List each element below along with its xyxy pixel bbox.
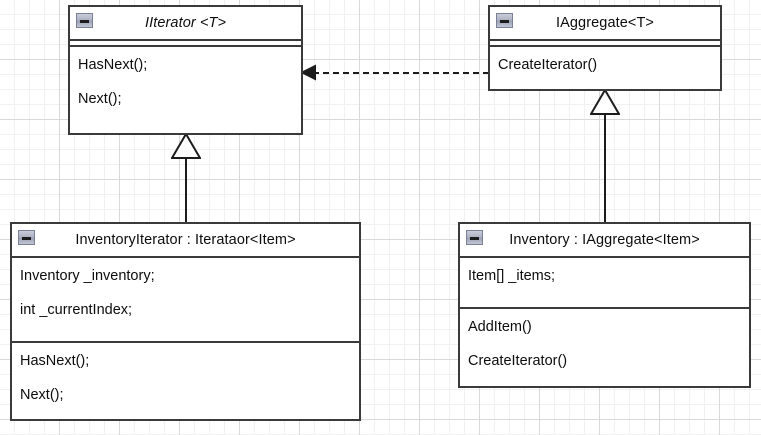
attribute-item: Inventory _inventory; [20,268,155,284]
class-box-inventory[interactable]: Inventory : IAggregate<Item> Item[] _ite… [458,222,751,388]
dependency-arrowhead-icon [300,64,316,81]
method-item: AddItem() [468,319,532,335]
class-name-inventoryiterator: InventoryIterator : Iterataor<Item> [75,232,296,248]
minus-icon-bar [500,20,509,23]
class-name-iaggregate: IAggregate<T> [555,15,655,31]
class-methods-inventory: AddItem() CreateIterator() [460,309,749,379]
class-header-divider-inventory [460,256,749,258]
minus-icon-bar [22,237,31,240]
class-methods-iaggregate: CreateIterator() [490,47,720,83]
dependency-line-iaggregate-to-iiterator [313,72,489,74]
attribute-item: int _currentIndex; [20,302,133,318]
method-item: HasNext(); [20,353,90,369]
class-name-inventory: Inventory : IAggregate<Item> [509,232,700,248]
class-compartment-divider-iaggregate [490,39,720,47]
minus-icon-bar [80,20,89,23]
class-box-iiterator[interactable]: IIterator <T> HasNext(); Next(); [68,5,303,135]
class-methods-inventoryiterator: HasNext(); Next(); [12,343,359,413]
class-attribute-method-divider-inventoryiterator [12,341,359,343]
method-item: CreateIterator() [498,57,598,73]
realization-line-inventory-to-iaggregate [604,113,606,223]
class-box-inventoryiterator[interactable]: InventoryIterator : Iterataor<Item> Inve… [10,222,361,421]
class-box-iaggregate[interactable]: IAggregate<T> CreateIterator() [488,5,722,91]
minus-icon-bar [470,237,479,240]
class-header-inventory: Inventory : IAggregate<Item> [460,224,749,256]
class-attribute-method-divider-inventory [460,307,749,309]
attribute-item: Item[] _items; [468,268,556,284]
minus-icon[interactable] [18,230,35,245]
class-header-iaggregate: IAggregate<T> [490,7,720,39]
class-name-iiterator: IIterator <T> [144,15,227,31]
class-methods-iiterator: HasNext(); Next(); [70,47,301,117]
class-header-inventoryiterator: InventoryIterator : Iterataor<Item> [12,224,359,256]
method-item: HasNext(); [78,57,148,73]
minus-icon[interactable] [496,13,513,28]
class-header-divider-inventoryiterator [12,256,359,258]
method-item: Next(); [20,387,64,403]
minus-icon[interactable] [76,13,93,28]
class-attributes-inventoryiterator: Inventory _inventory; int _currentIndex; [12,258,359,341]
class-header-iiterator: IIterator <T> [70,7,301,39]
minus-icon[interactable] [466,230,483,245]
realization-line-inventoryiterator-to-iiterator [185,157,187,223]
method-item: CreateIterator() [468,353,568,369]
method-item: Next(); [78,91,122,107]
class-attributes-inventory: Item[] _items; [460,258,749,307]
class-compartment-divider-iiterator [70,39,301,47]
